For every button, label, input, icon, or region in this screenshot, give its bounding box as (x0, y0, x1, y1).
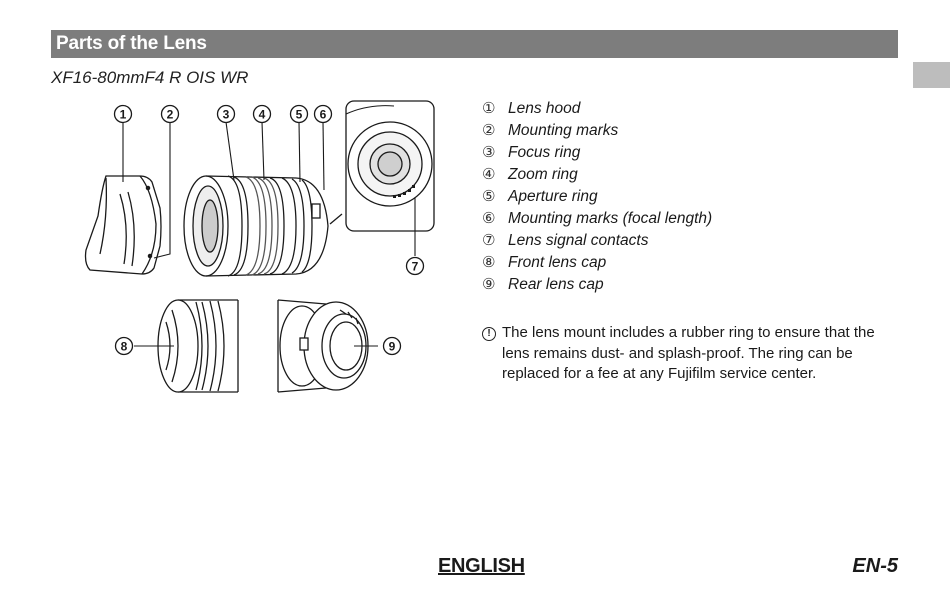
callout-4: 4 (252, 104, 272, 124)
list-item-number: ④ (482, 166, 496, 183)
svg-text:8: 8 (121, 340, 128, 354)
svg-text:6: 6 (320, 108, 327, 122)
list-item: ④ Zoom ring (482, 164, 712, 186)
svg-text:4: 4 (259, 108, 266, 122)
list-item: ② Mounting marks (482, 120, 712, 142)
lens-mount-drawing (345, 100, 435, 232)
parts-list: ① Lens hood ② Mounting marks ③ Focus ring ④… (482, 98, 712, 296)
callout-7: 7 (405, 256, 425, 276)
list-item: ⑧ Front lens cap (482, 252, 712, 274)
lens-parts-illustration: 1 2 3 4 5 6 7 8 9 (84, 100, 435, 393)
list-item-number: ⑦ (482, 232, 496, 249)
callout-9: 9 (382, 336, 402, 356)
list-item-label: Mounting marks (focal length) (508, 210, 713, 227)
list-item: ⑥ Mounting marks (focal length) (482, 208, 712, 230)
list-item: ① Lens hood (482, 98, 712, 120)
callout-1: 1 (113, 104, 133, 124)
callout-6: 6 (313, 104, 333, 124)
list-item-number: ⑧ (482, 254, 496, 271)
svg-text:2: 2 (167, 108, 174, 122)
list-item-number: ② (482, 122, 496, 139)
svg-text:1: 1 (120, 108, 127, 122)
footer-language: ENGLISH (438, 555, 525, 577)
list-item: ⑨ Rear lens cap (482, 274, 712, 296)
section-title: Parts of the Lens (56, 33, 207, 54)
callout-leaders (122, 121, 416, 347)
list-item-number: ⑤ (482, 188, 496, 205)
list-item: ⑤ Aperture ring (482, 186, 712, 208)
list-item-label: Aperture ring (508, 188, 598, 205)
list-item-label: Mounting marks (508, 122, 619, 139)
lens-body-drawing (183, 175, 343, 277)
svg-text:3: 3 (223, 108, 230, 122)
list-item-label: Lens signal contacts (508, 232, 649, 249)
list-item: ③ Focus ring (482, 142, 712, 164)
list-item-label: Rear lens cap (508, 276, 604, 293)
callout-2: 2 (160, 104, 180, 124)
callout-8: 8 (114, 336, 134, 356)
page-number: EN-5 (852, 555, 898, 577)
section-header: Parts of the Lens (51, 30, 898, 58)
rear-cap-drawing (277, 299, 369, 393)
list-item-number: ③ (482, 144, 496, 161)
lens-hood-drawing (84, 175, 162, 275)
list-item-label: Front lens cap (508, 254, 607, 271)
list-item: ⑦ Lens signal contacts (482, 230, 712, 252)
callout-3: 3 (216, 104, 236, 124)
list-item-number: ① (482, 100, 496, 117)
caution-note-text: The lens mount includes a rubber ring to… (502, 324, 875, 382)
list-item-label: Lens hood (508, 100, 581, 117)
list-item-number: ⑨ (482, 276, 496, 293)
side-thumb-tab (913, 62, 950, 88)
svg-text:9: 9 (389, 340, 396, 354)
lens-model-name: XF16-80mmF4 R OIS WR (51, 68, 249, 87)
callout-badges: 1 2 3 4 5 6 7 8 9 (113, 104, 425, 356)
list-item-label: Focus ring (508, 144, 581, 161)
list-item-number: ⑥ (482, 210, 496, 227)
list-item-label: Zoom ring (508, 166, 578, 183)
callout-5: 5 (289, 104, 309, 124)
svg-text:7: 7 (412, 260, 419, 274)
caution-icon: ! (482, 327, 496, 341)
caution-note: ! The lens mount includes a rubber ring … (482, 323, 902, 385)
svg-text:5: 5 (296, 108, 303, 122)
